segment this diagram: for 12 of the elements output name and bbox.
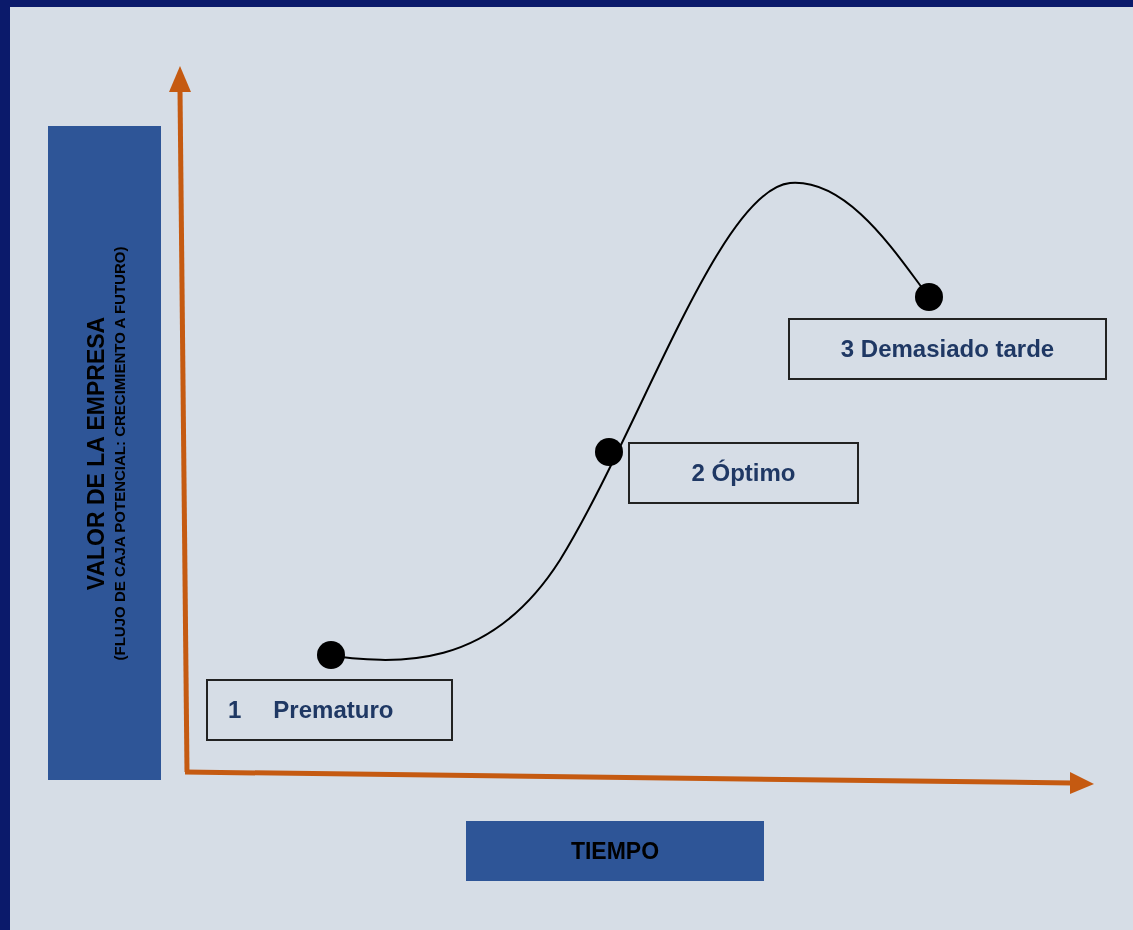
- stage-label: Prematuro: [273, 695, 394, 725]
- stage-label-box: [628, 442, 859, 504]
- stage-label: 1: [228, 695, 242, 725]
- axis-subtitle: (FLUJO DE CAJA POTENCIAL: CRECIMIENTO A FUTURO): [109, 246, 129, 660]
- stage-label-box: [788, 318, 1107, 380]
- stage-label: 3 Demasiado tarde: [840, 334, 1055, 364]
- stage-label: 2 Óptimo: [691, 458, 796, 488]
- axis-label-box: [48, 126, 161, 780]
- stage-label-box: [206, 679, 453, 741]
- axis-label-box: [466, 821, 764, 881]
- axis-title: VALOR DE LA EMPRESA: [80, 316, 109, 590]
- axis-title: TIEMPO: [570, 836, 660, 866]
